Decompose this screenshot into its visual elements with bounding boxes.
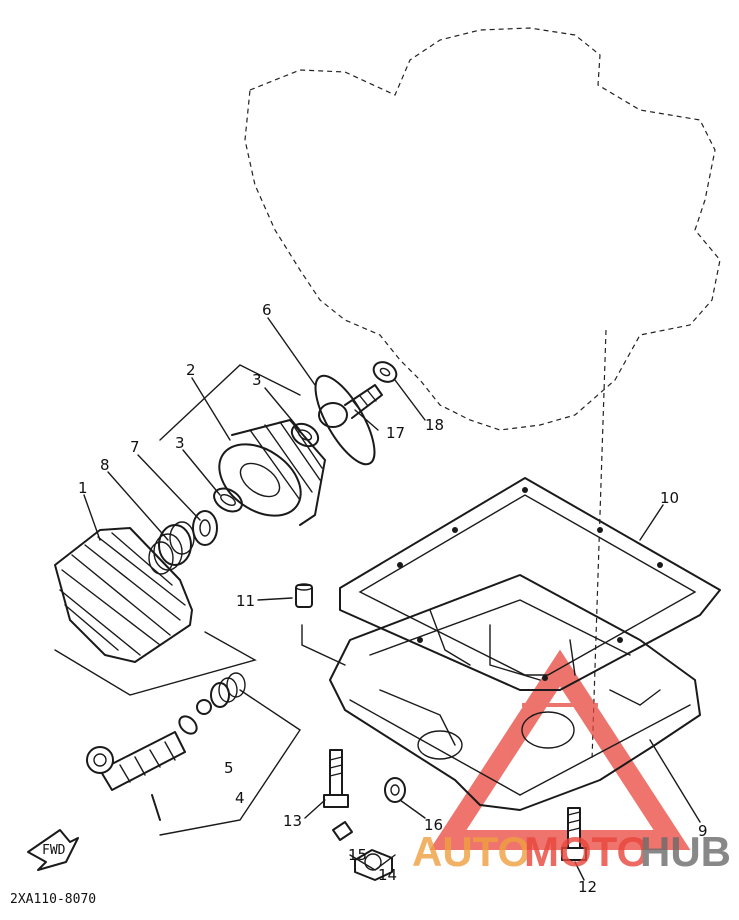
callout-12: 12	[578, 878, 597, 896]
o-ring-upper	[290, 422, 320, 448]
pan-bolt-13	[323, 749, 349, 808]
callout-2: 2	[186, 361, 196, 379]
callout-numbers: 6 2 3 3 7 8 1 11 10 9 17 18 5 4 13 16 15…	[78, 301, 708, 896]
oil-pan	[329, 574, 701, 811]
callout-3-lower: 3	[175, 434, 185, 452]
dipstick-guide-line	[591, 329, 607, 761]
o-ring-large	[314, 374, 376, 466]
oil-filter-spring	[148, 521, 195, 575]
callout-11: 11	[236, 592, 255, 610]
drain-washer	[384, 777, 406, 803]
fwd-arrow: FWD	[27, 829, 79, 871]
engine-outline	[244, 27, 721, 431]
watermark-triangle	[429, 649, 691, 850]
check-ball	[196, 699, 212, 715]
oil-pan-gasket	[339, 477, 721, 691]
callout-18: 18	[425, 416, 444, 434]
callout-9: 9	[698, 822, 708, 840]
o-ring-5	[178, 715, 198, 735]
o-ring-18	[372, 361, 398, 383]
callout-14: 14	[378, 866, 397, 884]
leader-lines	[83, 317, 701, 881]
callout-6: 6	[262, 301, 272, 319]
callout-8: 8	[100, 456, 110, 474]
dowel-plug	[295, 583, 313, 608]
fwd-label: FWD	[42, 843, 66, 858]
callout-4: 4	[235, 789, 245, 807]
watermark-part2: MOTO	[524, 828, 649, 875]
oil-filter-cover	[54, 527, 193, 663]
watermark-logo: AUTO MOTO HUB	[412, 828, 731, 875]
callout-17: 17	[386, 424, 405, 442]
callout-15: 15	[348, 846, 367, 864]
relief-spring	[210, 672, 246, 708]
callout-13: 13	[283, 812, 302, 830]
callout-16: 16	[424, 816, 443, 834]
watermark-part3: HUB	[640, 828, 731, 875]
pipe-bracket	[159, 689, 301, 836]
callout-10: 10	[660, 489, 679, 507]
pan-bolt-12	[561, 807, 587, 861]
o-ring-lower	[213, 487, 243, 513]
filter-washer	[192, 510, 218, 546]
drain-bracket	[349, 854, 396, 871]
union-bolt	[318, 384, 383, 428]
relief-valve-pipe	[86, 731, 186, 821]
diagram-code: 2XA110-8070	[10, 892, 96, 907]
plug-leader	[301, 624, 346, 666]
callout-7: 7	[130, 438, 140, 456]
callout-1: 1	[78, 479, 88, 497]
drain-bolt	[332, 821, 353, 841]
callout-3-upper: 3	[252, 371, 262, 389]
element-bracket	[159, 364, 301, 441]
watermark-part1: AUTO	[412, 828, 530, 875]
cover-bracket	[54, 631, 257, 696]
callout-5: 5	[224, 759, 234, 777]
oil-filter-element	[218, 419, 326, 526]
drain-plug	[354, 849, 393, 881]
